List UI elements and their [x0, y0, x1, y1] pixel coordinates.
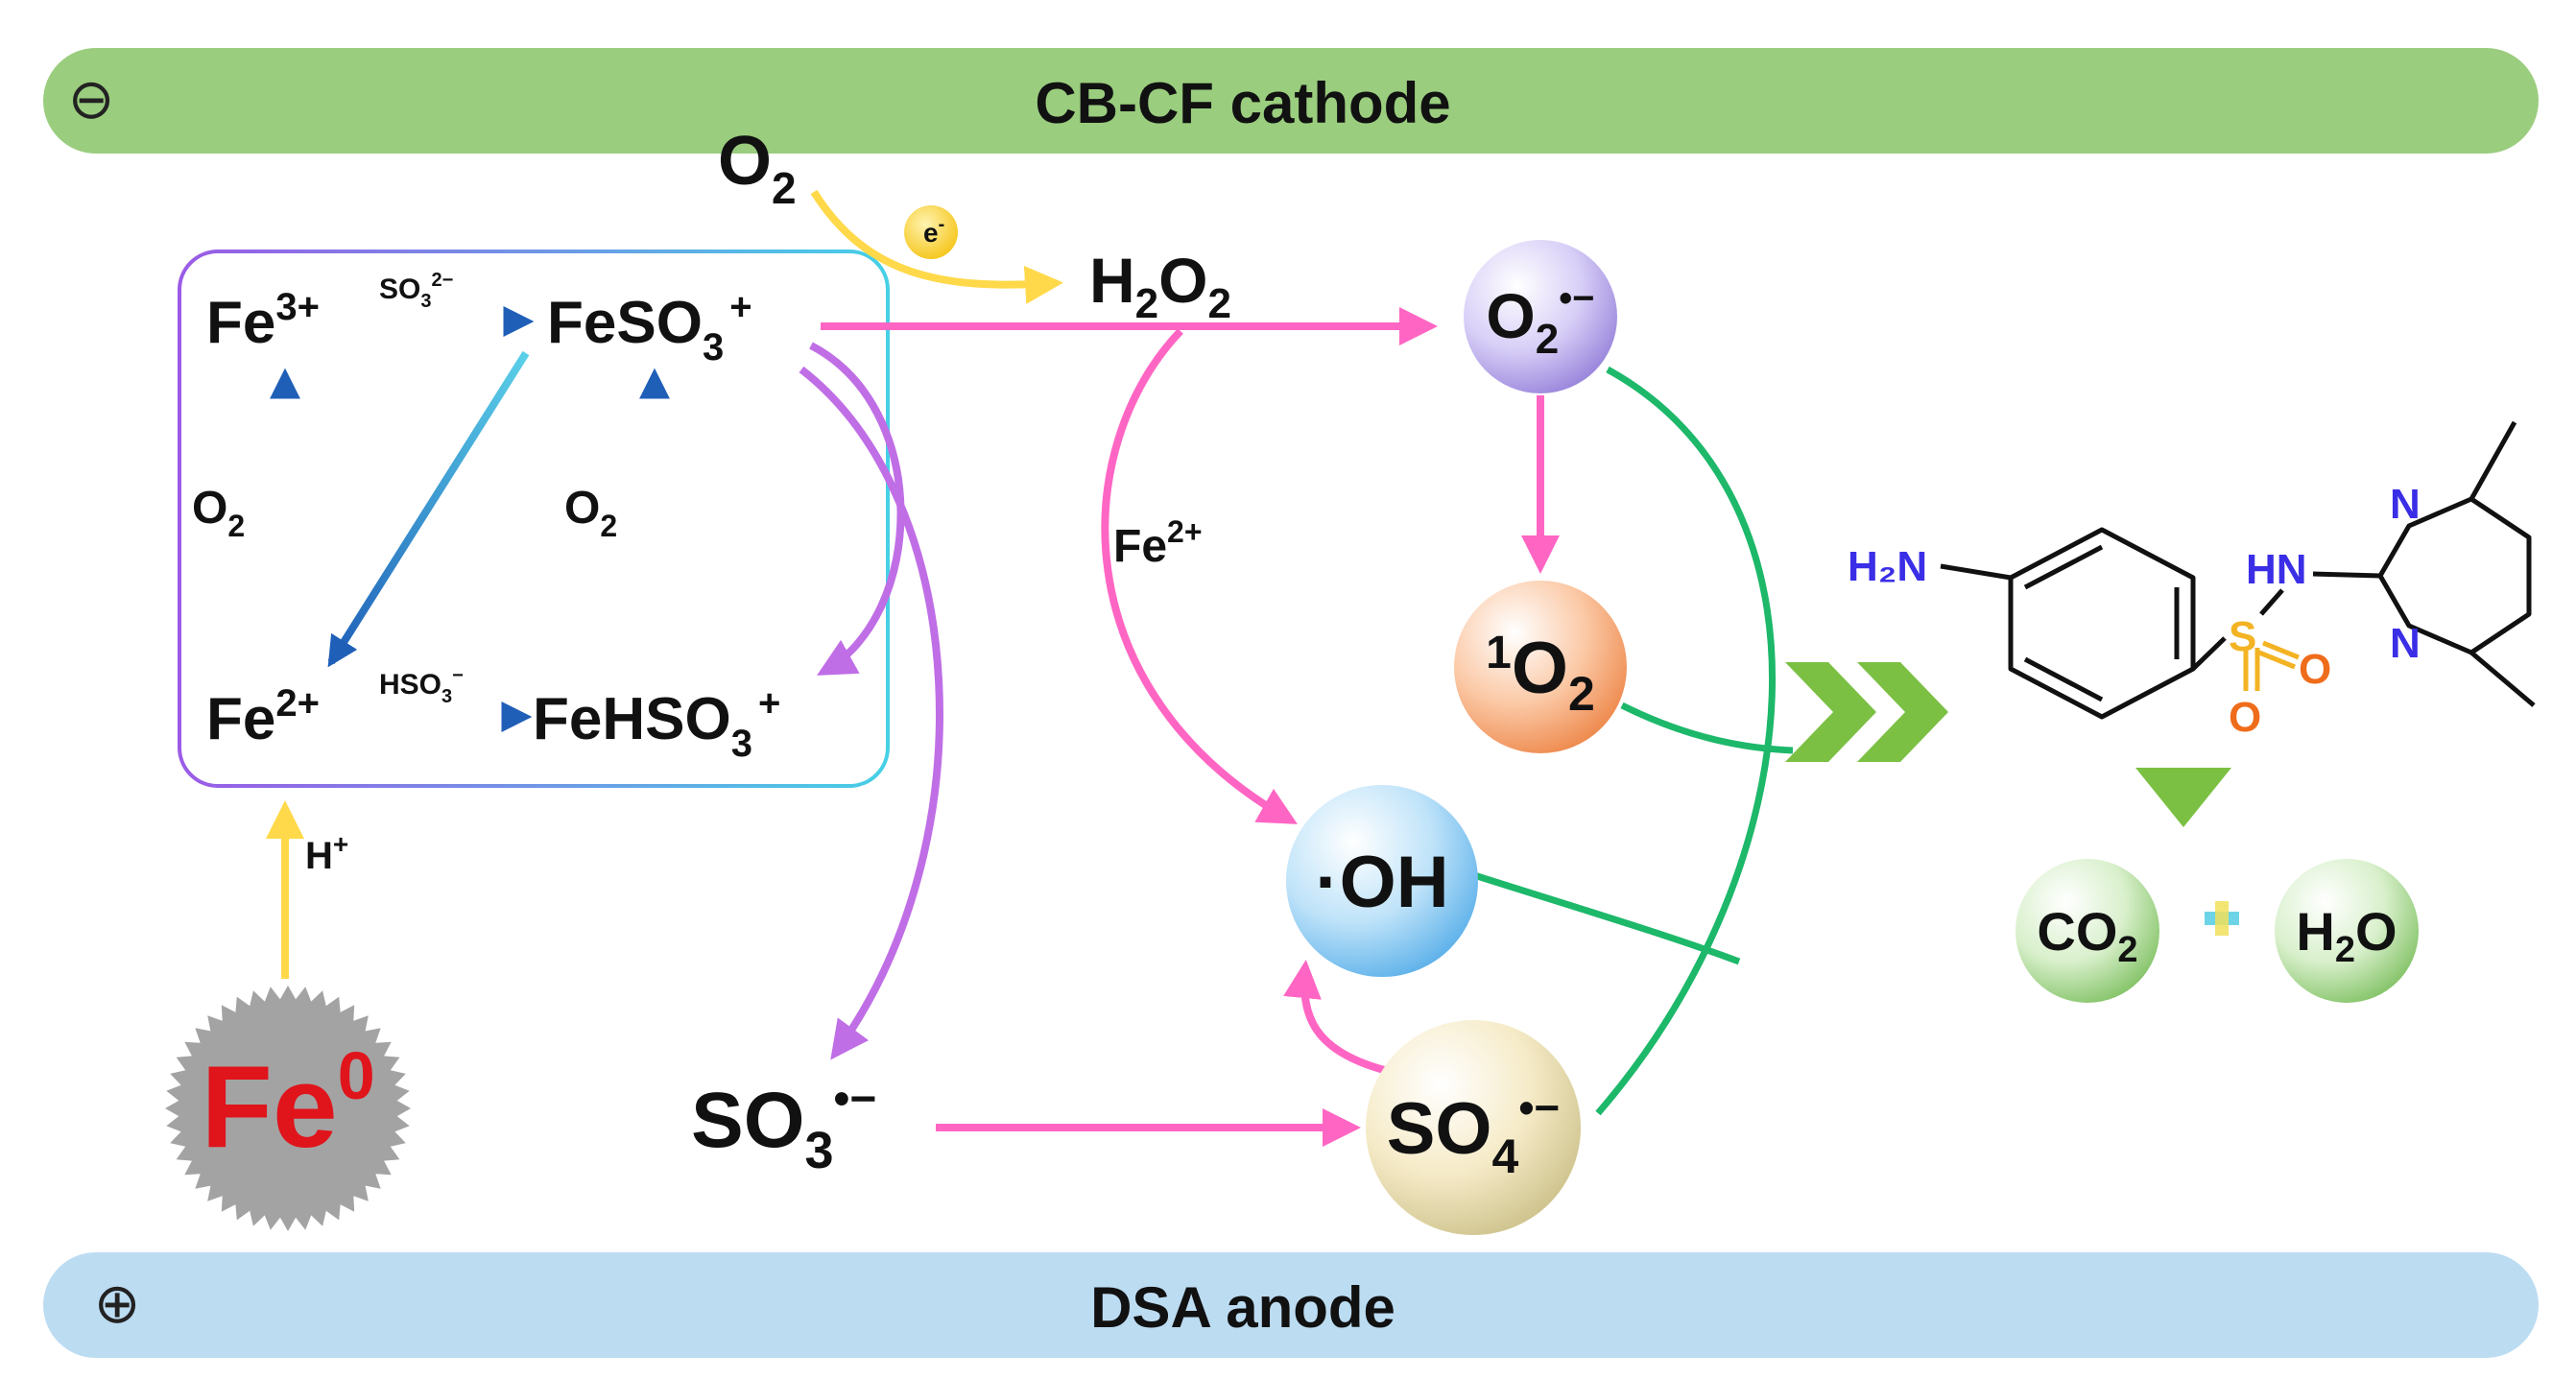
- cathode-sign: ⊖: [68, 66, 115, 131]
- chevron-down-icon: [2135, 768, 2231, 827]
- o2-right-label: O2: [564, 483, 617, 543]
- singlet-oxygen: 1O2: [1454, 581, 1627, 753]
- green-attack-lines: [1472, 366, 1794, 1116]
- mol-s: S: [2229, 613, 2256, 660]
- product-h2o: H2O: [2275, 859, 2419, 1003]
- electron-badge: e-: [904, 205, 958, 259]
- svg-text:SO4•−: SO4•−: [1387, 1082, 1561, 1183]
- sulfite-radical: SO3•−: [691, 1074, 876, 1179]
- fe0-label: Fe0: [201, 1038, 374, 1172]
- svg-text:CO2: CO2: [2037, 901, 2137, 970]
- o2-main-label: O2: [718, 123, 797, 213]
- fe-cycle-box: [178, 250, 890, 788]
- fe2-catalyst-label: Fe2+: [1113, 514, 1203, 572]
- fe3-label: Fe3+: [206, 286, 320, 356]
- so3-reagent-label: SO32−: [379, 270, 453, 312]
- hso3-reagent-label: HSO3−: [379, 665, 464, 707]
- hydroxyl-radical: ·OH: [1286, 785, 1478, 977]
- svg-text:H2O: H2O: [2296, 901, 2397, 970]
- cycle-arrows: [270, 306, 670, 732]
- cathode-label: CB-CF cathode: [1035, 71, 1450, 135]
- svg-text:·OH: ·OH: [1315, 842, 1448, 923]
- o2-left-label: O2: [192, 483, 245, 543]
- fehso3-label: FeHSO3+: [533, 682, 780, 765]
- sulfate-radical: SO4•−: [1366, 1020, 1581, 1235]
- mol-nh: HN: [2246, 546, 2307, 593]
- superoxide-radical: O2•−: [1464, 240, 1617, 393]
- mol-o-bottom: O: [2229, 694, 2261, 741]
- product-co2: CO2: [2015, 859, 2159, 1003]
- cathode-bar: ⊖ CB-CF cathode: [43, 48, 2539, 154]
- arrow-h2o2-to-hydroxyl: [1101, 328, 1298, 824]
- anode-bar: ⊕ DSA anode: [43, 1252, 2539, 1358]
- mol-n-top: N: [2390, 481, 2421, 528]
- arrow-sulfate-to-hydroxyl: [1283, 960, 1386, 1074]
- h-plus-label: H+: [305, 829, 348, 877]
- fe0-burst: [165, 986, 411, 1231]
- arrow-o2-to-h2o2: [810, 189, 1063, 304]
- h2o2-label: H2O2: [1089, 245, 1231, 327]
- arrow-feso3-to-sulfite: [799, 366, 943, 1060]
- svg-text:e-: e-: [923, 214, 944, 248]
- mol-o-right: O: [2299, 646, 2331, 693]
- anode-sign: ⊕: [94, 1271, 141, 1336]
- arrow-feso3-to-fe2: [327, 350, 530, 668]
- feso3-label: FeSO3+: [547, 286, 752, 369]
- svg-text:1O2: 1O2: [1486, 628, 1595, 721]
- fe2-label: Fe2+: [206, 682, 320, 752]
- mol-n-bottom: N: [2390, 620, 2421, 667]
- plus-icon: [2205, 901, 2239, 936]
- chevron-right-icon: [1785, 662, 1948, 762]
- anode-label: DSA anode: [1090, 1275, 1395, 1340]
- svg-text:O2•−: O2•−: [1486, 277, 1594, 363]
- sulfamethazine-molecule: H₂N S O O HN N N: [1848, 420, 2536, 741]
- mol-nh2: H₂N: [1848, 543, 1927, 590]
